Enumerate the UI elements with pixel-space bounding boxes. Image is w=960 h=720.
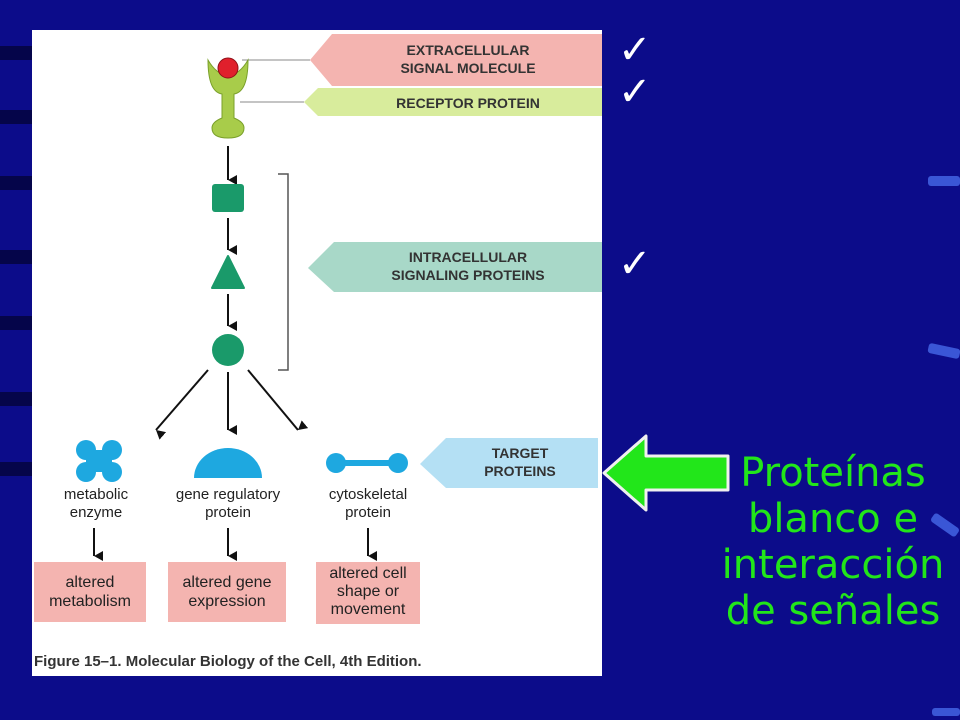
- receptor-label-banner: [304, 88, 602, 116]
- signaling-protein-triangle: [211, 255, 245, 289]
- side-caption-line4: de señales: [725, 588, 941, 634]
- gene-regulatory-protein-shape: [194, 448, 262, 478]
- outcome-metabolism-line2: metabolism: [49, 593, 131, 610]
- outcome-cyto-line1: altered cell: [329, 565, 406, 582]
- extracellular-label-line2: SIGNAL MOLECULE: [400, 60, 535, 76]
- signaling-protein-circle: [212, 334, 244, 366]
- gene-protein-label-line2: protein: [205, 504, 251, 521]
- outcome-cell-shape-box: [316, 562, 420, 624]
- side-caption-line3: interacción: [721, 542, 945, 588]
- metabolic-enzyme-shape: [76, 440, 122, 482]
- cyto-protein-label-line2: protein: [345, 504, 391, 521]
- background-dash: [932, 708, 960, 716]
- background-stripe: [0, 316, 40, 330]
- side-caption-line2: blanco e: [747, 496, 919, 542]
- extracellular-label-line1: EXTRACELLULAR: [407, 42, 530, 58]
- target-label-banner: [420, 438, 598, 488]
- intracellular-label-line2: SIGNALING PROTEINS: [391, 267, 544, 283]
- receptor-label: RECEPTOR PROTEIN: [396, 95, 540, 111]
- check-mark-icon: ✓: [618, 27, 652, 73]
- intracellular-label-banner: [308, 242, 602, 292]
- check-mark-icon: ✓: [618, 69, 652, 115]
- signaling-protein-square: [212, 184, 244, 212]
- check-mark-icon: ✓: [618, 241, 652, 287]
- branch-arrow-left: [155, 369, 209, 440]
- target-label-line1: TARGET: [492, 445, 549, 461]
- outcome-cyto-line2: shape or: [337, 583, 400, 600]
- background-stripe: [0, 462, 40, 476]
- gene-protein-label-line1: gene regulatory: [176, 486, 281, 503]
- green-arrow-icon: [602, 434, 730, 512]
- intracellular-label-line1: INTRACELLULAR: [409, 249, 527, 265]
- signaling-bracket: [278, 173, 289, 371]
- outcome-metabolism-line1: altered: [66, 574, 115, 591]
- background-stripe: [0, 46, 40, 60]
- figure-caption: Figure 15–1. Molecular Biology of the Ce…: [34, 653, 422, 670]
- target-label-line2: PROTEINS: [484, 463, 556, 479]
- background-dash: [928, 176, 960, 186]
- metabolic-enzyme-label-line1: metabolic: [64, 486, 129, 503]
- side-caption-line1: Proteínas: [740, 450, 926, 496]
- outcome-gene-line2: expression: [188, 593, 265, 610]
- outcome-cyto-line3: movement: [331, 601, 406, 618]
- background-stripe: [0, 392, 36, 406]
- metabolic-enzyme-label-line2: enzyme: [70, 504, 123, 521]
- background-stripe: [0, 250, 36, 264]
- background-stripe: [0, 110, 36, 124]
- side-caption: Proteínas blanco e interacción de señale…: [718, 450, 948, 634]
- cyto-protein-label-line1: cytoskeletal: [329, 486, 407, 503]
- signaling-pathway-diagram: EXTRACELLULAR SIGNAL MOLECULE RECEPTOR P…: [34, 34, 602, 670]
- signal-molecule-shape: [217, 57, 239, 79]
- background-dash: [927, 342, 960, 360]
- extracellular-label-banner: [310, 34, 602, 86]
- figure-panel: EXTRACELLULAR SIGNAL MOLECULE RECEPTOR P…: [32, 30, 602, 676]
- outcome-metabolism-box: [34, 562, 146, 622]
- cytoskeletal-protein-shape: [326, 453, 408, 473]
- outcome-gene-line1: altered gene: [183, 574, 272, 591]
- branch-arrow-right: [247, 369, 309, 431]
- outcome-gene-expression-box: [168, 562, 286, 622]
